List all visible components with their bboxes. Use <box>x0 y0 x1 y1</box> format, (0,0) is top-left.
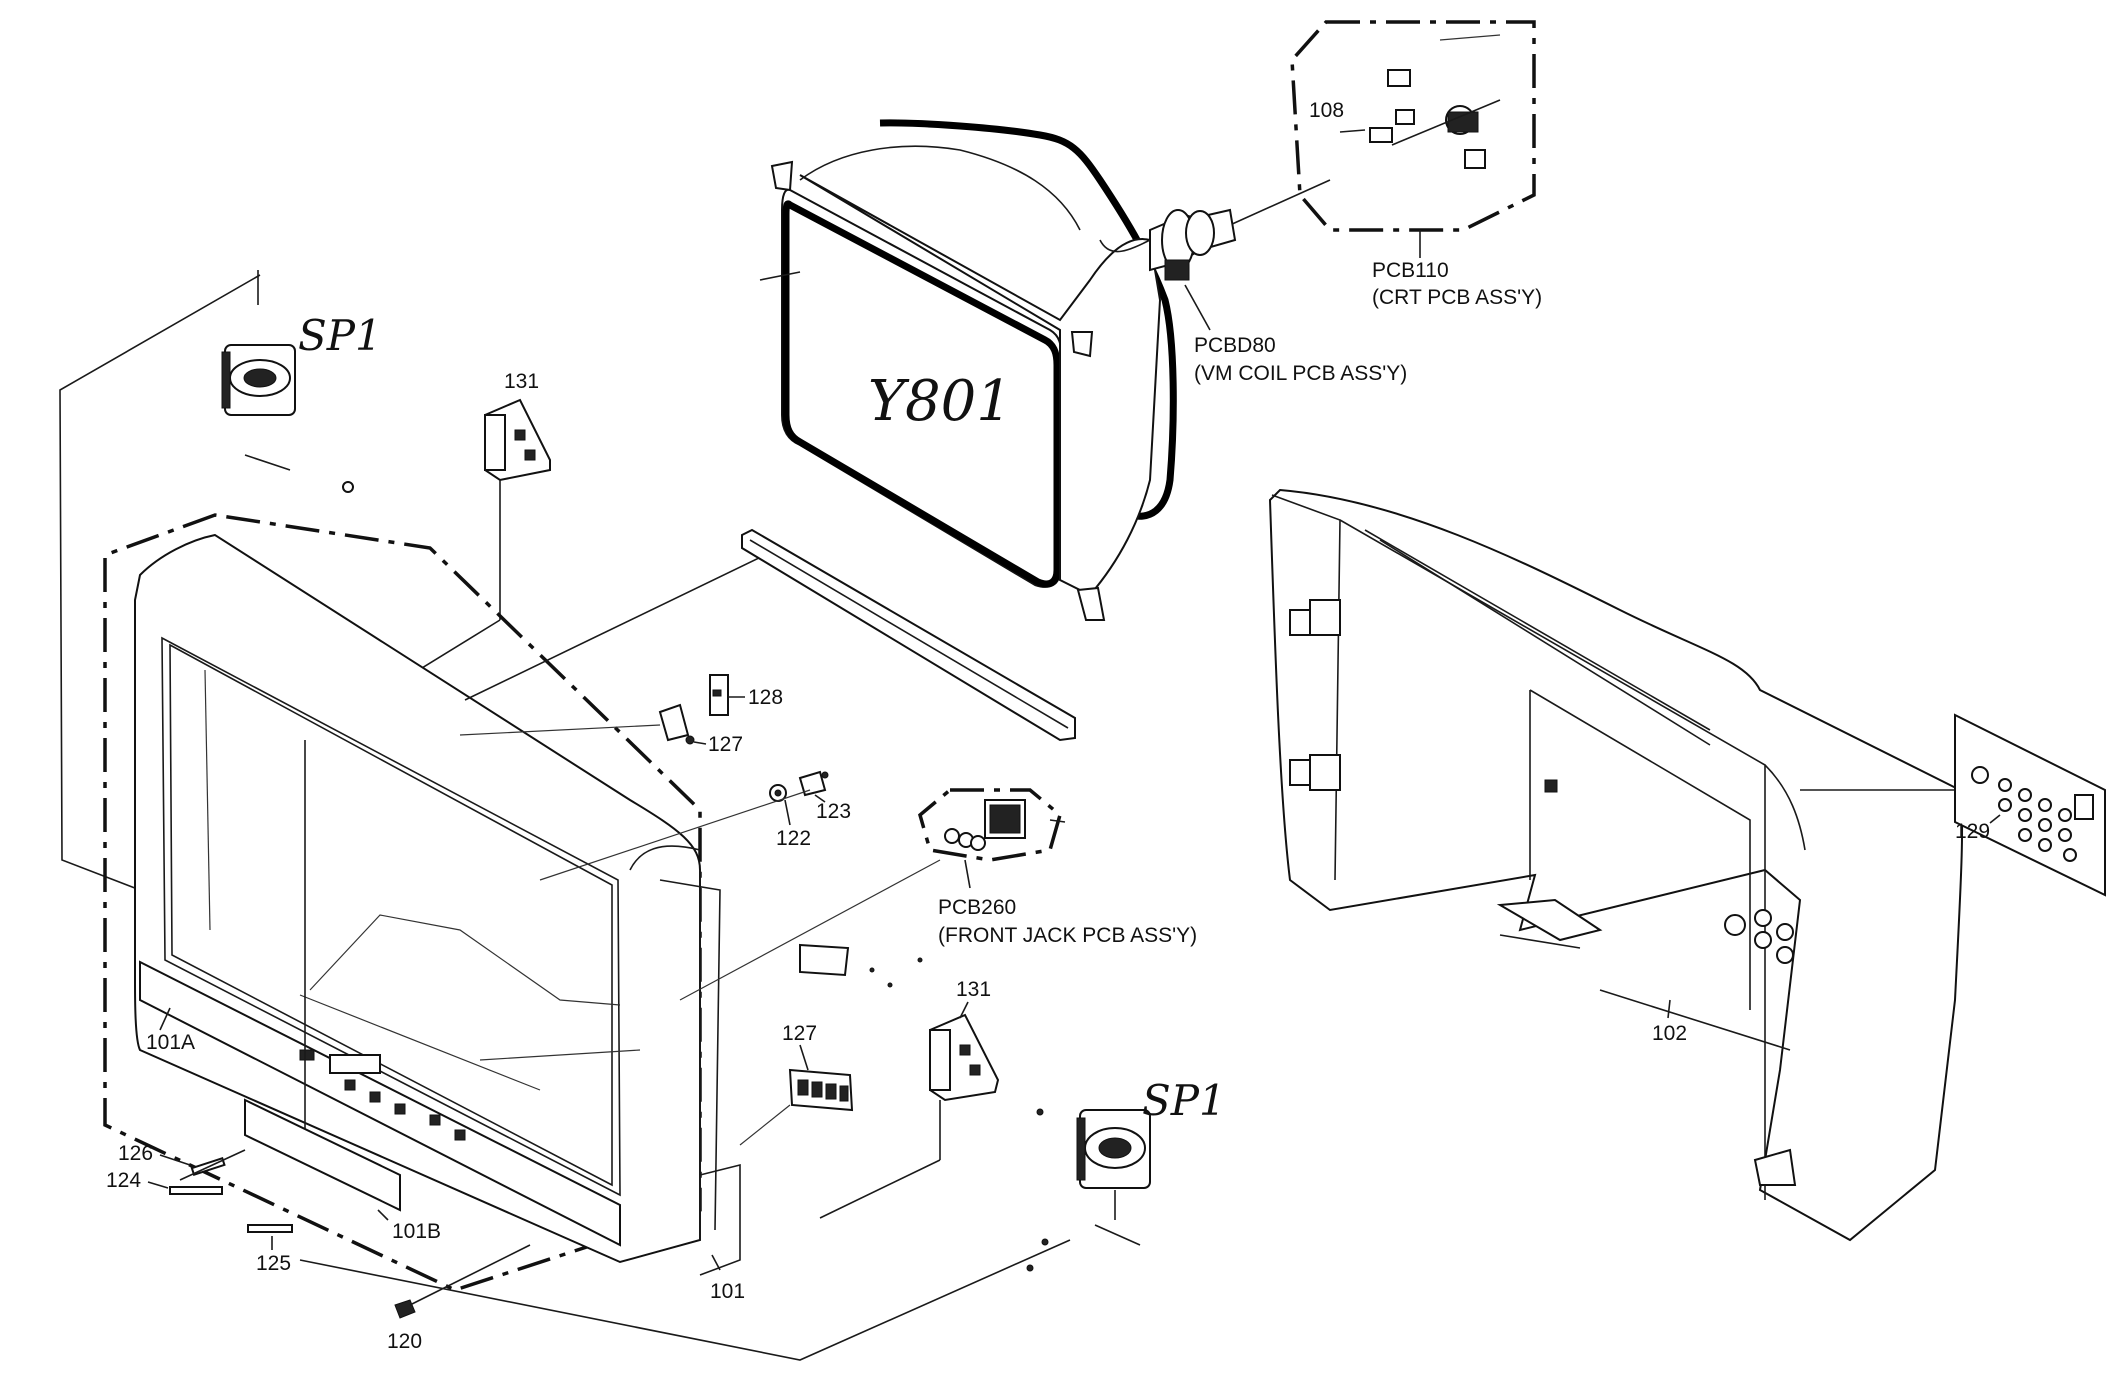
strip-101b <box>244 1098 401 1212</box>
part-120-screw <box>394 1299 416 1319</box>
label-123: 123 <box>816 800 851 823</box>
label-122: 122 <box>776 827 811 850</box>
label-pcb110-desc: (CRT PCB ASS'Y) <box>1372 286 1542 309</box>
label-124: 124 <box>106 1169 141 1192</box>
part-123 <box>798 770 829 797</box>
back-cabinet-102 <box>1268 488 1964 1242</box>
label-pcb260: PCB260 <box>938 896 1016 919</box>
label-pcbd80-desc: (VM COIL PCB ASS'Y) <box>1194 362 1407 385</box>
label-131-top: 131 <box>504 370 539 393</box>
label-pcbd80: PCBD80 <box>1194 334 1276 357</box>
speaker-top <box>221 344 354 493</box>
label-pcb260-desc: (FRONT JACK PCB ASS'Y) <box>938 924 1197 947</box>
front-cabinet-101 <box>103 513 702 1292</box>
part-125 <box>247 1224 293 1233</box>
bracket-131-top <box>484 398 551 482</box>
crt-pcb-assembly <box>1290 20 1536 232</box>
terminal-plate-129 <box>1954 713 2106 897</box>
label-102: 102 <box>1652 1022 1687 1045</box>
part-128 <box>709 674 729 716</box>
label-101a: 101A <box>146 1031 195 1054</box>
crt-picture-tube <box>759 119 1237 621</box>
label-108: 108 <box>1309 99 1344 122</box>
label-129: 129 <box>1955 820 1990 843</box>
rail-bar <box>741 528 1076 742</box>
handwritten-sp1-top: SP1 <box>298 311 382 360</box>
part-127-top <box>658 703 695 745</box>
part-127-bottom <box>788 1068 854 1112</box>
label-125: 125 <box>256 1252 291 1275</box>
handwritten-sp1-bottom: SP1 <box>1142 1076 1226 1125</box>
label-101: 101 <box>710 1280 745 1303</box>
label-126: 126 <box>118 1142 153 1165</box>
label-128: 128 <box>748 686 783 709</box>
speaker-bottom <box>1026 1108 1151 1272</box>
label-pcb110: PCB110 <box>1372 259 1449 282</box>
part-124 <box>169 1186 223 1195</box>
label-120: 120 <box>387 1330 422 1353</box>
handwritten-y801: Y801 <box>868 369 1012 434</box>
small-plate <box>799 943 850 977</box>
label-127-top: 127 <box>708 733 743 756</box>
bracket-131-bottom <box>929 1013 1000 1102</box>
label-131-bottom: 131 <box>956 978 991 1001</box>
label-101b: 101B <box>392 1220 441 1243</box>
label-127-bottom: 127 <box>782 1022 817 1045</box>
front-jack-pcb-260 <box>918 788 1066 862</box>
